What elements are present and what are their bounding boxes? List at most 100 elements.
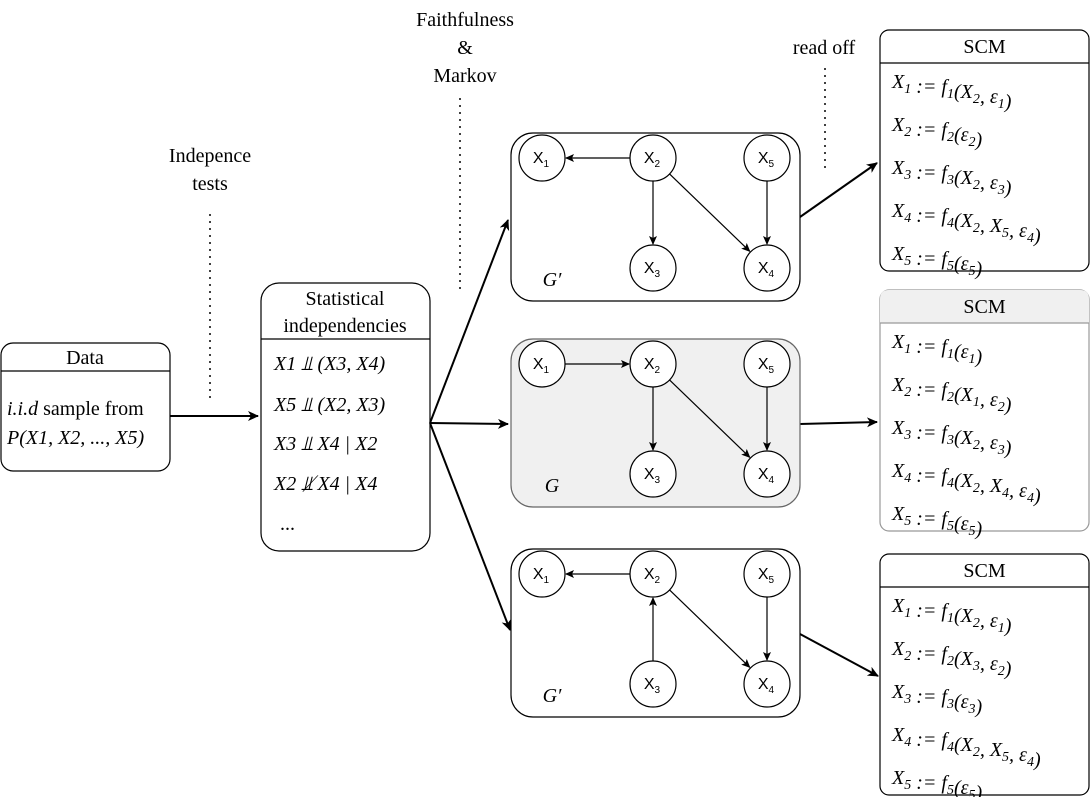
data-box-line1: i.i.d sample from	[7, 398, 144, 420]
annotation-line: Markov	[433, 65, 496, 87]
graph-top-to-scm-arrow	[799, 162, 878, 218]
scm-header-fill	[880, 290, 1089, 323]
independence-row: X1 ⫫ (X3, X4)	[273, 353, 386, 375]
stats-title-line: Statistical	[306, 288, 385, 310]
stats-ellipsis: ...	[280, 513, 295, 535]
annotation-line: Faithfulness	[416, 9, 514, 31]
graph-mid-to-scm-arrow	[799, 417, 878, 428]
node-label: X1	[533, 566, 550, 586]
statistical-independencies-box: Statistical independencies X1 ⫫ (X3, X4)…	[260, 282, 431, 552]
graph-node-x3: X3	[629, 450, 677, 498]
node-label: X3	[644, 466, 661, 486]
graph-panel-frame	[510, 338, 801, 508]
node-label: X5	[758, 356, 775, 376]
graph-label: G	[545, 475, 560, 497]
scm-box-frame	[879, 553, 1090, 796]
node-label: X1	[533, 356, 550, 376]
node-label: X3	[644, 676, 661, 696]
stats-title-line: independencies	[283, 315, 406, 337]
graph-node-x3: X3	[629, 244, 677, 292]
node-label: X2	[644, 356, 661, 376]
stats-to-graph-bottom-arrow	[429, 422, 512, 631]
scm-equation: X1 := f1(ε1)	[891, 331, 982, 368]
scm-equation: X2 := f2(X1, ε2)	[891, 374, 1012, 416]
graph-node-x2: X2	[629, 550, 677, 598]
scm-title: SCM	[963, 296, 1005, 318]
scm-title: SCM	[963, 560, 1005, 582]
node-label: X2	[644, 566, 661, 586]
annotation-line: read off	[793, 37, 856, 59]
flow-arrows	[170, 162, 879, 677]
graph-node-x2: X2	[629, 134, 677, 182]
node-label: X1	[533, 150, 550, 170]
sample-from-text: sample from	[38, 398, 144, 420]
distribution-text: P(X1, X2, ..., X5)	[6, 427, 145, 449]
graph-edge-x2-to-x4	[669, 173, 751, 253]
independence-tests-annotation: Indepence tests	[169, 145, 251, 402]
graph-node-x5: X5	[743, 550, 791, 598]
scm-equation: X4 := f4(X2, X5, ε4)	[891, 724, 1041, 771]
scm-equation: X1 := f1(X2, ε1)	[891, 595, 1012, 637]
scm-box: SCM X1 := f1(X2, ε1)X2 := f2(X3, ε2)X3 :=…	[879, 553, 1090, 797]
node-circle	[629, 134, 677, 182]
stats-to-graph-top-arrow	[429, 219, 510, 424]
node-circle	[629, 244, 677, 292]
iid-text: i.i.d	[7, 398, 39, 420]
node-circle	[518, 550, 566, 598]
graph-edge-x2-to-x4	[669, 379, 751, 459]
stats-to-graph-mid-arrow	[429, 418, 509, 429]
node-circle	[518, 340, 566, 388]
scm-equation: X2 := f2(ε2)	[891, 114, 982, 151]
graph-edge-x2-to-x4	[669, 589, 751, 669]
scm-equation: X2 := f2(X3, ε2)	[891, 638, 1012, 680]
scm-equation: X5 := f5(ε5)	[891, 243, 982, 280]
graph-node-x5: X5	[743, 134, 791, 182]
node-circle	[518, 134, 566, 182]
graph-node-x5: X5	[743, 340, 791, 388]
annotation-line: &	[457, 37, 473, 59]
annotation-line: tests	[192, 173, 228, 195]
node-circle	[743, 244, 791, 292]
graph-node-x1: X1	[518, 134, 566, 182]
independence-row: X3 ⫫ X4 | X2	[273, 433, 377, 455]
annotation-line: Indepence	[169, 145, 251, 167]
read-off-annotation: read off	[793, 37, 856, 172]
node-circle	[743, 550, 791, 598]
graph-node-x2: X2	[629, 340, 677, 388]
graph-node-x3: X3	[629, 660, 677, 708]
data-box-title: Data	[66, 347, 104, 369]
scm-equation: X4 := f4(X2, X5, ε4)	[891, 200, 1041, 247]
node-label: X4	[758, 466, 775, 486]
node-label: X4	[758, 676, 775, 696]
node-label: X2	[644, 150, 661, 170]
node-label: X5	[758, 150, 775, 170]
independence-row: X2 ⫫̸ X4 | X4	[273, 473, 377, 495]
node-circle	[743, 450, 791, 498]
scm-equation: X3 := f3(X2, ε3)	[891, 157, 1012, 199]
graph-node-x1: X1	[518, 340, 566, 388]
scm-equation: X1 := f1(X2, ε1)	[891, 71, 1012, 113]
faithfulness-markov-annotation: Faithfulness & Markov	[416, 9, 514, 292]
data-box: Data i.i.d sample from P(X1, X2, ..., X5…	[0, 342, 171, 472]
node-circle	[743, 660, 791, 708]
scm-equation: X5 := f5(ε5)	[891, 767, 982, 797]
node-circle	[629, 660, 677, 708]
scm-equation: X3 := f3(ε3)	[891, 681, 982, 718]
independence-row: X5 ⫫ (X2, X3)	[273, 394, 386, 416]
node-circle	[629, 450, 677, 498]
graph-label: G′	[543, 269, 562, 291]
node-circle	[629, 550, 677, 598]
graph-panel-frame	[510, 132, 801, 302]
scm-equation: X4 := f4(X2, X4, ε4)	[891, 460, 1041, 507]
graph-node-x4: X4	[743, 450, 791, 498]
graph-node-x4: X4	[743, 244, 791, 292]
node-circle	[743, 134, 791, 182]
